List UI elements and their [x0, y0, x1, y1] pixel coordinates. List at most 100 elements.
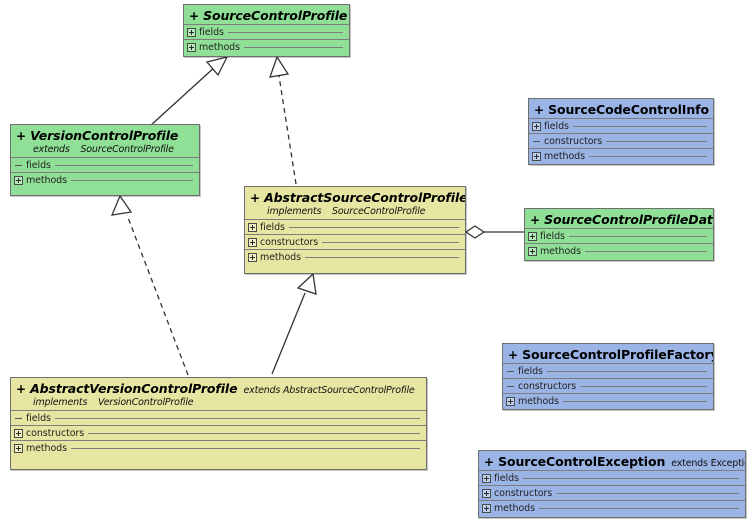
compartment-rule [572, 125, 707, 127]
compartment-rule [588, 155, 707, 157]
expand-icon[interactable] [532, 121, 541, 131]
compartment-label: constructors [494, 487, 553, 499]
compartment-methods[interactable]: methods [11, 440, 426, 455]
visibility-marker: + [16, 129, 27, 143]
class-title-row: + SourceControlException extends Excepti… [479, 451, 745, 470]
class-name: SourceControlProfile [203, 8, 348, 23]
compartment-rule [606, 140, 707, 142]
collapsed-icon[interactable] [14, 414, 23, 423]
compartment-label: fields [26, 412, 51, 424]
visibility-marker: + [508, 348, 519, 362]
compartment-label: fields [544, 120, 569, 132]
extends-inline: extends AbstractSourceControlProfile [244, 385, 415, 396]
collapsed-icon[interactable] [532, 137, 541, 146]
collapsed-icon[interactable] [506, 382, 515, 391]
class-box-source-control-profile-factory[interactable]: + SourceControlProfileFactory fields con… [502, 343, 714, 410]
expand-icon[interactable] [248, 222, 257, 232]
class-box-abstract-version-control-profile[interactable]: + AbstractVersionControlProfile extends … [10, 377, 427, 470]
class-name: AbstractSourceControlProfile [264, 190, 466, 205]
class-title-row: + SourceControlProfile [184, 5, 349, 24]
class-name: SourceControlProfileFactory [522, 347, 714, 362]
compartment-fields[interactable]: fields [525, 228, 713, 243]
compartment-methods[interactable]: methods [184, 39, 349, 54]
extends-row: extends SourceControlProfile [11, 144, 199, 157]
compartment-label: fields [540, 230, 565, 242]
compartment-methods[interactable]: methods [11, 172, 199, 187]
class-box-source-control-exception[interactable]: + SourceControlException extends Excepti… [478, 450, 746, 518]
class-name: VersionControlProfile [30, 128, 179, 143]
compartment-label: fields [494, 472, 519, 484]
edge-abstract-source-control-profile-aggregates-source-control-profile-data[interactable] [464, 225, 524, 239]
expand-icon[interactable] [528, 231, 537, 241]
edge-abstract-source-control-profile-implements-source-control-profile[interactable] [269, 55, 297, 185]
class-box-source-control-profile-data[interactable]: + SourceControlProfileData fields method… [524, 208, 714, 261]
compartment-label: fields [518, 365, 543, 377]
expand-icon[interactable] [482, 503, 491, 513]
compartment-fields[interactable]: fields [479, 470, 745, 485]
class-box-version-control-profile[interactable]: + VersionControlProfile extends SourceCo… [10, 124, 200, 196]
expand-icon[interactable] [248, 237, 257, 247]
compartment-label: methods [260, 251, 301, 263]
compartment-fields[interactable]: fields [503, 363, 713, 378]
class-title-row: + SourceCodeControlInfo [529, 99, 713, 118]
class-title-row: + SourceControlProfileFactory [503, 344, 713, 363]
compartment-methods[interactable]: methods [503, 393, 713, 408]
visibility-marker: + [250, 191, 261, 205]
visibility-marker: + [16, 382, 27, 396]
expand-icon[interactable] [248, 252, 257, 262]
compartment-fields[interactable]: fields [11, 157, 199, 172]
expand-icon[interactable] [532, 151, 541, 161]
collapsed-icon[interactable] [14, 161, 23, 170]
expand-icon[interactable] [14, 428, 23, 438]
compartment-rule [54, 164, 193, 166]
compartment-label: methods [540, 245, 581, 257]
class-box-source-control-profile[interactable]: + SourceControlProfile fields methods [183, 4, 350, 57]
extends-target: Exception [710, 458, 745, 469]
extends-inline: extends Exception [671, 458, 745, 469]
class-box-abstract-source-control-profile[interactable]: + AbstractSourceControlProfile implement… [244, 186, 466, 274]
compartment-constructors[interactable]: constructors [245, 234, 465, 249]
compartment-fields[interactable]: fields [529, 118, 713, 133]
edge-version-control-profile-extends-source-control-profile[interactable] [149, 56, 229, 127]
compartment-label: constructors [260, 236, 319, 248]
compartment-label: methods [199, 41, 240, 53]
compartment-constructors[interactable]: constructors [529, 133, 713, 148]
expand-icon[interactable] [482, 488, 491, 498]
compartment-methods[interactable]: methods [479, 500, 745, 515]
compartment-rule [580, 385, 707, 387]
expand-icon[interactable] [506, 396, 515, 406]
edge-abstract-version-control-profile-extends-abstract-source-control-profile[interactable] [271, 272, 317, 375]
expand-icon[interactable] [187, 42, 196, 52]
compartment-constructors[interactable]: constructors [11, 425, 426, 440]
extends-target: AbstractSourceControlProfile [282, 385, 415, 396]
implements-keyword: implements [267, 206, 322, 217]
collapsed-icon[interactable] [506, 367, 515, 376]
edge-abstract-version-control-profile-implements-version-control-profile[interactable] [110, 194, 189, 376]
compartment-fields[interactable]: fields [11, 410, 426, 425]
class-title-row: + VersionControlProfile [11, 125, 199, 144]
expand-icon[interactable] [187, 27, 196, 37]
compartment-rule [322, 241, 459, 243]
compartment-methods[interactable]: methods [529, 148, 713, 163]
compartment-label: methods [26, 442, 67, 454]
compartment-constructors[interactable]: constructors [503, 378, 713, 393]
compartment-methods[interactable]: methods [525, 243, 713, 258]
compartment-rule [70, 447, 420, 449]
expand-icon[interactable] [528, 246, 537, 256]
expand-icon[interactable] [14, 175, 23, 185]
extends-target: SourceControlProfile [80, 144, 174, 155]
compartment-constructors[interactable]: constructors [479, 485, 745, 500]
compartment-methods[interactable]: methods [245, 249, 465, 264]
expand-icon[interactable] [14, 443, 23, 453]
compartment-fields[interactable]: fields [245, 219, 465, 234]
compartment-label: methods [494, 502, 535, 514]
compartment-fields[interactable]: fields [184, 24, 349, 39]
compartment-label: fields [260, 221, 285, 233]
class-box-source-code-control-info[interactable]: + SourceCodeControlInfo fields construct… [528, 98, 714, 165]
visibility-marker: + [530, 213, 541, 227]
compartment-label: constructors [544, 135, 603, 147]
expand-icon[interactable] [482, 473, 491, 483]
class-title-row: + SourceControlProfileData [525, 209, 713, 228]
compartment-rule [556, 492, 739, 494]
class-name: SourceCodeControlInfo [548, 102, 709, 117]
